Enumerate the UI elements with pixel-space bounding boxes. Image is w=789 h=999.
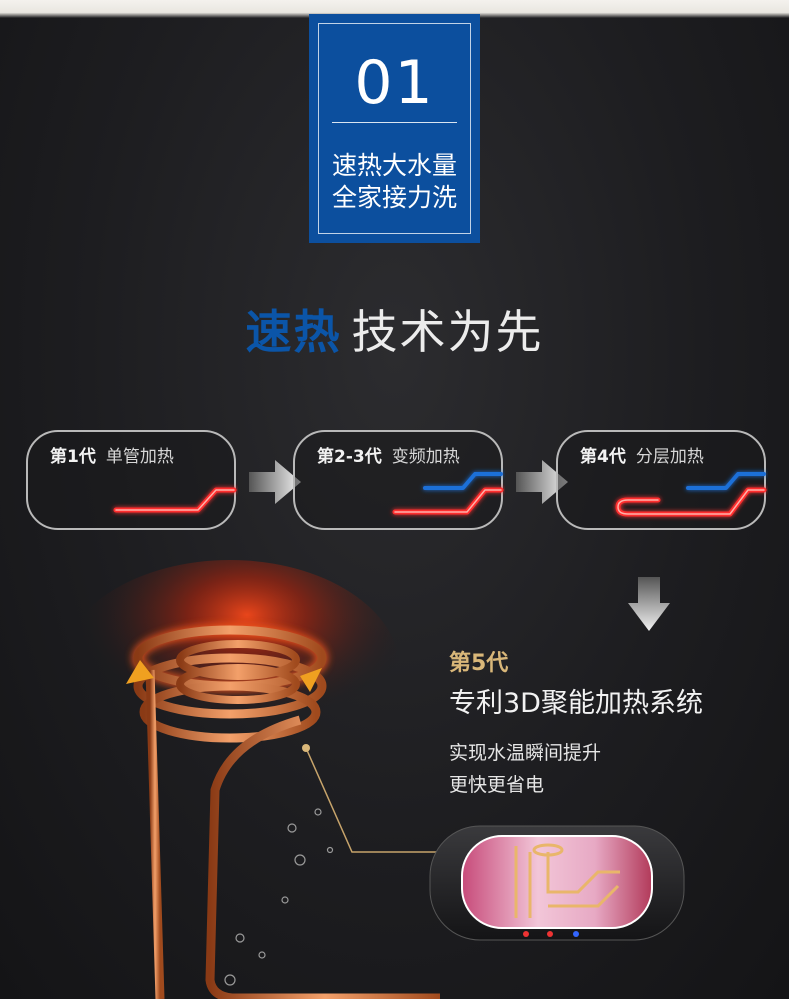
- badge-title-line1: 速热大水量: [331, 151, 457, 180]
- water-heater-icon: [429, 825, 685, 941]
- variable-frequency-pipe-icon: [392, 472, 504, 515]
- section-badge: 01 速热大水量 全家接力洗: [309, 14, 480, 243]
- generation-card-1: 第1代单管加热: [26, 430, 237, 530]
- headline-highlight: 速热: [245, 305, 342, 359]
- badge-frame: [318, 23, 471, 234]
- arrow-down-icon: [628, 577, 670, 631]
- top-strip: [0, 0, 789, 18]
- badge-number: 01: [354, 48, 435, 118]
- generation-desc-2: 变频加热: [391, 447, 460, 467]
- arrow-right-icon: [516, 460, 568, 504]
- generation-name-1: 第1代: [50, 447, 96, 467]
- generation-label-4: 第4代分层加热: [580, 442, 704, 467]
- generation-5-title: 专利3D聚能加热系统: [449, 688, 703, 719]
- generation-card-4: 第4代分层加热: [556, 430, 767, 530]
- badge-title-line2: 全家接力洗: [331, 183, 457, 212]
- generation-name-2: 第2-3代: [317, 447, 382, 467]
- generation-label-2: 第2-3代变频加热: [317, 442, 460, 467]
- generation-5-name: 第5代: [449, 651, 509, 676]
- heating-coil-icon: [60, 560, 440, 999]
- headline-rest: 技术为先: [351, 305, 544, 359]
- headline: 速热技术为先: [0, 296, 789, 362]
- generation-desc-4: 分层加热: [635, 447, 704, 467]
- generation-label-1: 第1代单管加热: [50, 442, 174, 467]
- generation-desc-1: 单管加热: [105, 447, 174, 467]
- layered-pipe-icon: [615, 472, 767, 517]
- generation-5-desc-1: 实现水温瞬间提升: [449, 742, 602, 764]
- badge-divider: [332, 122, 457, 123]
- single-pipe-icon: [113, 487, 237, 513]
- generation-name-4: 第4代: [580, 447, 626, 467]
- arrow-right-icon: [249, 460, 301, 504]
- generation-5-desc-2: 更快更省电: [449, 774, 545, 796]
- generation-card-2: 第2-3代变频加热: [293, 430, 504, 530]
